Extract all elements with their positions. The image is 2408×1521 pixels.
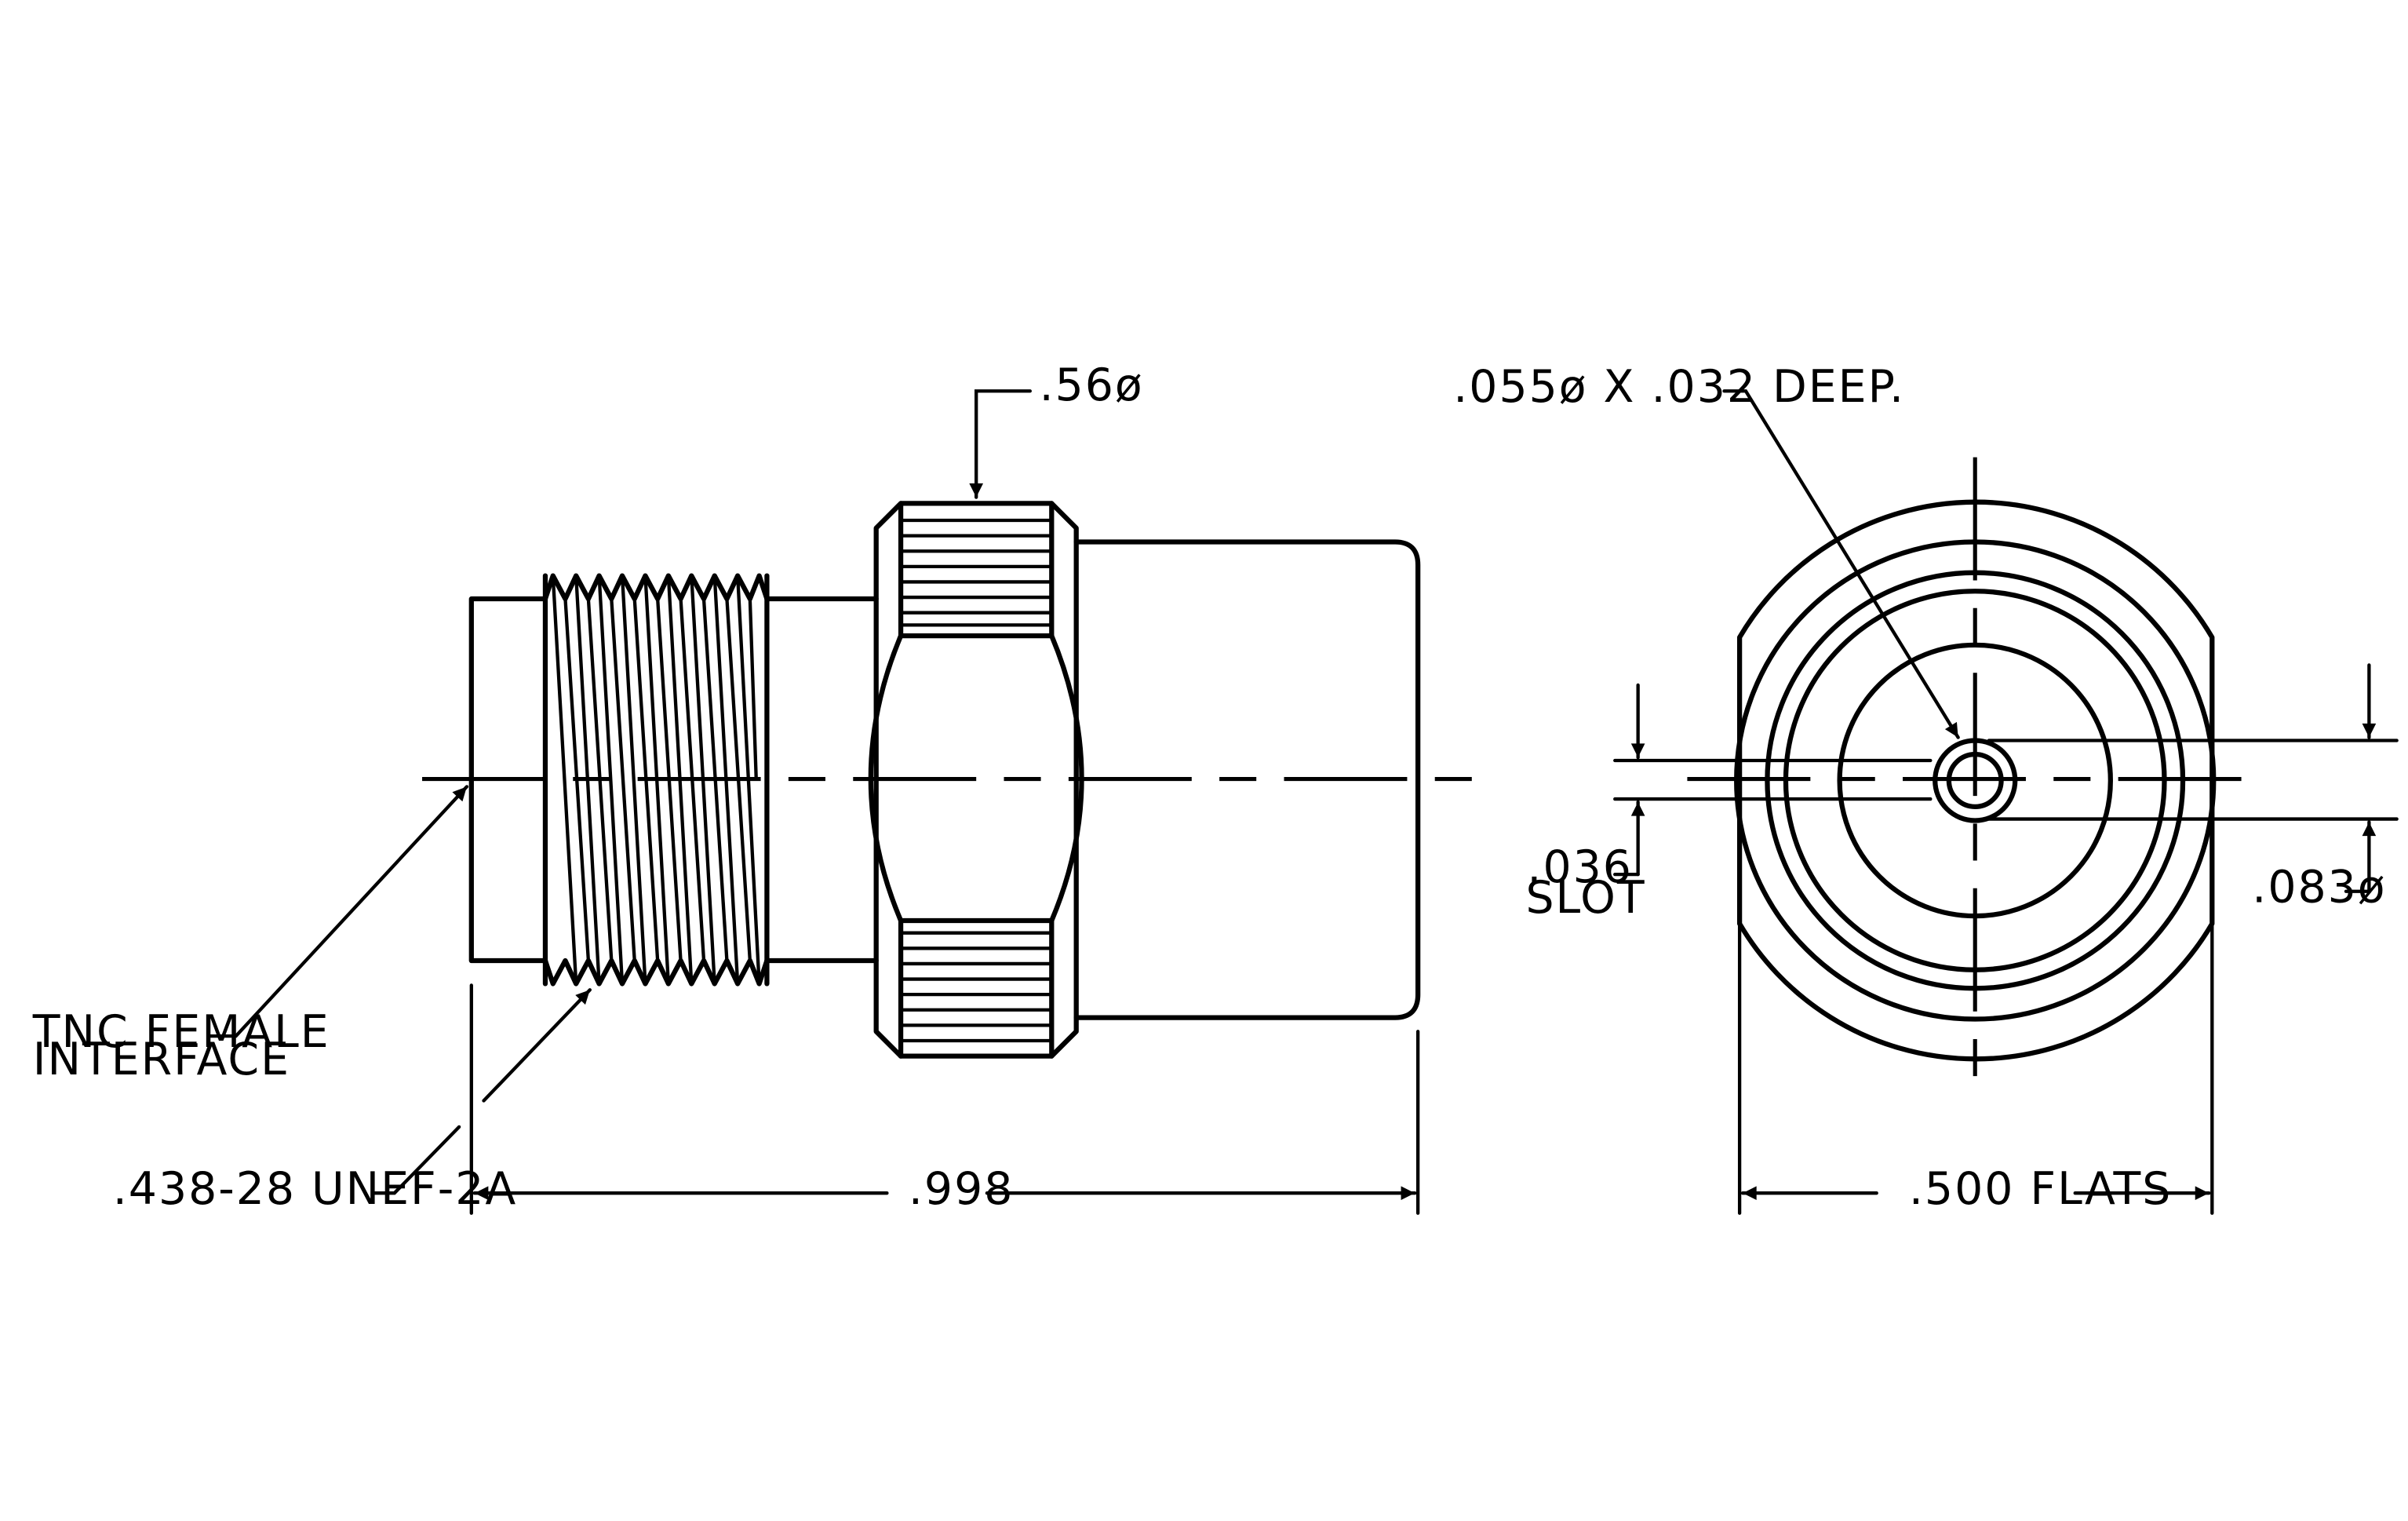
diameter-56-leader xyxy=(969,389,1033,499)
length-label: .998 xyxy=(909,1163,1014,1215)
rear-body xyxy=(1073,539,1421,1020)
ring-2 xyxy=(1765,570,2186,991)
ring-1 xyxy=(1734,539,2217,1022)
slot-value-label: .036 xyxy=(1527,841,1632,893)
interface-label-line1: TNC FEMALE xyxy=(32,1006,330,1058)
diameter-56-label: .56ø xyxy=(1040,359,1144,411)
thread-leader-lower xyxy=(371,1125,461,1195)
thread-spec-label: .438-28 UNEF-2A xyxy=(113,1163,517,1215)
flats-dimension xyxy=(1737,921,2214,1215)
flats-label: .500 FLATS xyxy=(1909,1163,2172,1215)
side-view: .56ø TNC FEMALE INTERFACE .438-28 UNEF-2… xyxy=(32,359,1480,1215)
ring-3 xyxy=(1783,589,2167,972)
interface-leader xyxy=(206,785,469,1038)
neck xyxy=(764,596,879,964)
center-pin-outer xyxy=(1933,738,2018,823)
interface-lip xyxy=(468,596,548,964)
diameter-083-label: .083ø xyxy=(2252,861,2386,913)
diameter-083-dimension xyxy=(1987,663,2399,893)
interface-label-line2: INTERFACE xyxy=(33,1034,290,1085)
ring-4 xyxy=(1837,642,2113,919)
slot-word-label: SLOT xyxy=(1525,872,1645,924)
slot xyxy=(1613,683,1933,877)
thread-section xyxy=(542,573,770,987)
end-view: .036 SLOT .083ø .055ø X .032 DEEP. .500 … xyxy=(1453,361,2399,1215)
hole-label: .055ø X .032 DEEP. xyxy=(1453,361,1905,413)
center-hole xyxy=(1946,752,2004,809)
length-dimension xyxy=(469,983,1420,1215)
knurled-nut xyxy=(868,501,1084,1059)
hole-leader xyxy=(1722,389,1960,739)
thread-leader-upper xyxy=(482,988,592,1103)
